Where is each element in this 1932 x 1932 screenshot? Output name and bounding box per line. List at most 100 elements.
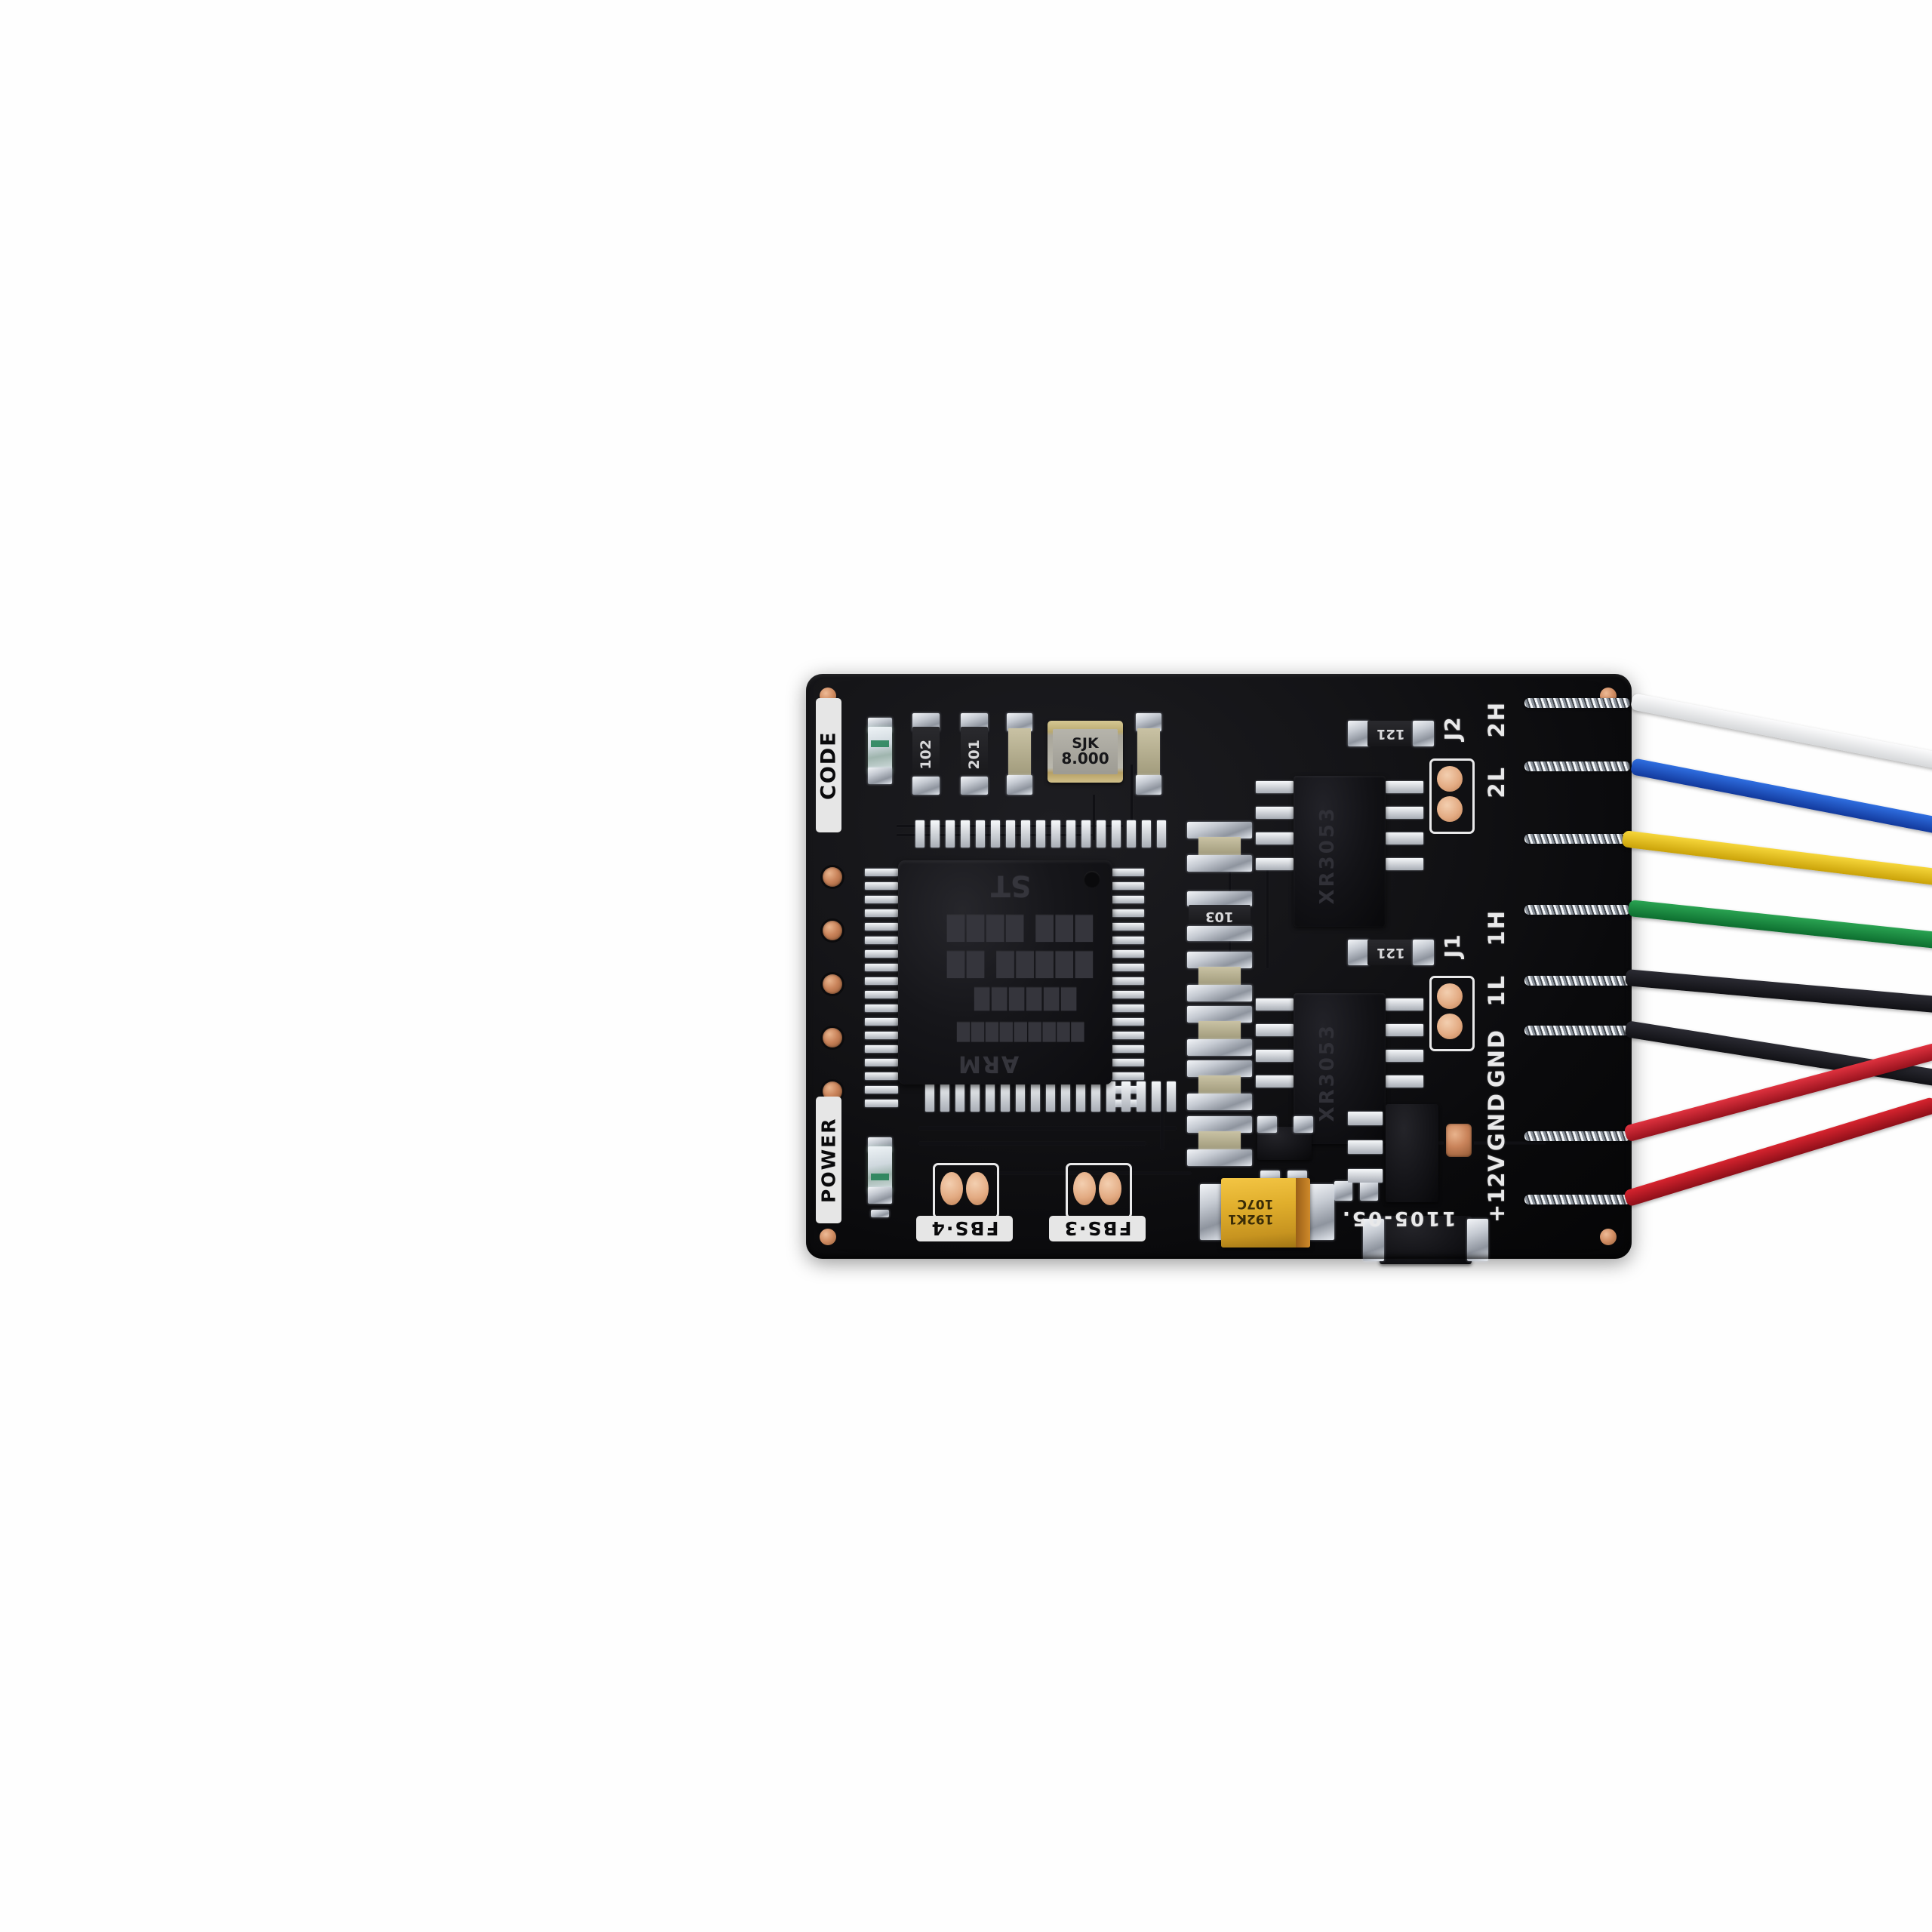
smd-capacitor (1008, 728, 1031, 780)
wire-solder-joint (1524, 834, 1630, 844)
corner-pad (820, 1229, 836, 1245)
resistor-pad (1348, 940, 1369, 965)
pcb-trace (919, 1142, 1146, 1145)
smd-capacitor (1198, 1075, 1241, 1095)
smd-pad (1294, 1116, 1313, 1133)
pin-label-1L: 1L (1484, 974, 1509, 1007)
power-label: POWER (816, 1097, 841, 1223)
edge-hole (823, 1028, 842, 1048)
tantalum-polarity-stripe (1296, 1178, 1310, 1247)
wire-solder-joint (1524, 1026, 1630, 1035)
crystal-face: SJK 8.000 (1053, 729, 1118, 774)
transceiver1-right-pins (1386, 998, 1423, 1088)
fuse-4-label: FBS·4 (916, 1216, 1013, 1241)
mcu-lot-line: █████████ (955, 1022, 1084, 1041)
regulator-pins (1348, 1112, 1383, 1183)
led-solder-pad (868, 1187, 892, 1204)
jumper-1-outline (1429, 976, 1475, 1051)
fuse-3-label-text: FBS·3 (1063, 1217, 1132, 1240)
mcu-chip: ST ARM ███ ████ █████ ██ ██████ ████████… (898, 860, 1112, 1084)
regulator-thermal-via (1446, 1124, 1472, 1157)
transceiver2-left-pins (1256, 781, 1294, 870)
jumper-2-pad-bottom (1437, 796, 1463, 822)
pin-label-2H: 2H (1484, 701, 1509, 738)
resistor-103: 103 (1189, 905, 1251, 928)
pcb-trace (995, 1172, 1191, 1174)
tantalum-capacitor: 192K1 107C (1221, 1178, 1310, 1247)
resistor-pad (1413, 721, 1434, 746)
pcb-trace (1093, 795, 1095, 840)
fuse-3-pad-right (1099, 1172, 1121, 1205)
tantalum-pad (1307, 1184, 1334, 1240)
resistor-121-upper: 121 (1367, 721, 1414, 746)
jumper-2-label: J2 (1440, 716, 1465, 741)
diode-pad (1363, 1219, 1384, 1261)
pcb-trace (1131, 764, 1133, 832)
wire-solder-joint (1524, 976, 1630, 986)
capacitor-pad (1136, 775, 1161, 795)
mcu-vendor-mark: ST (990, 869, 1031, 903)
voltage-regulator (1386, 1104, 1438, 1202)
crystal-frequency: 8.000 (1061, 749, 1109, 768)
mcu-partnumber-line: ██████ (972, 987, 1076, 1010)
edge-hole (823, 974, 842, 994)
pcb-trace (919, 1127, 1176, 1130)
led-die (871, 1174, 889, 1180)
tantalum-line2: 192K1 (1228, 1211, 1274, 1226)
wire-black-1 (1625, 969, 1932, 1014)
wire-white (1629, 693, 1932, 770)
resistor-code: 121 (1377, 725, 1405, 742)
wire-solder-joint (1524, 761, 1630, 771)
pcb-trace (1161, 1081, 1164, 1149)
diode (1380, 1216, 1472, 1264)
fuse-3-label: FBS·3 (1049, 1216, 1146, 1241)
transceiver-mark: XR3053 (1316, 1023, 1339, 1122)
mcu-top-pins (915, 820, 1166, 848)
code-label-text: CODE (817, 731, 841, 800)
smd-pad (1257, 1116, 1277, 1133)
can-transceiver-2: XR3053 (1294, 776, 1386, 927)
pcb-trace (1425, 1142, 1546, 1144)
smd-pad (1360, 1181, 1378, 1201)
smd-capacitor (1137, 728, 1160, 780)
jumper-1-label: J1 (1440, 934, 1465, 958)
resistor-102: 102 (912, 727, 940, 783)
pin-label-2L: 2L (1484, 766, 1509, 798)
wire-green (1627, 900, 1932, 950)
capacitor-pad (1007, 775, 1032, 795)
mcu-partnumber-line: ███ ████ (945, 915, 1093, 941)
wire-black-2 (1624, 1020, 1932, 1088)
crystal-oscillator: SJK 8.000 (1048, 721, 1123, 783)
code-label: CODE (816, 698, 841, 832)
mcu-core-mark: ARM (957, 1051, 1020, 1077)
fuse-4-pad-right (966, 1172, 989, 1205)
resistor-201: 201 (961, 727, 988, 783)
pin-label-12V: +12V (1484, 1154, 1509, 1223)
power-label-text: POWER (817, 1117, 840, 1203)
pin-label-1H: 1H (1484, 909, 1509, 946)
tantalum-line1: 107C (1237, 1196, 1274, 1212)
pcb-trace (1266, 863, 1269, 968)
edge-hole (823, 867, 842, 887)
resistor-121-lower: 121 (1367, 940, 1414, 965)
transceiver1-left-pins (1256, 998, 1294, 1088)
resistor-pad (961, 777, 988, 795)
crystal-brand: SJK (1072, 734, 1099, 752)
smd-pad (1334, 1181, 1352, 1201)
mcu-right-pins (1111, 869, 1144, 1107)
mcu-partnumber-line: █████ ██ (945, 951, 1093, 977)
pin-label-GND-b: GND (1484, 1092, 1509, 1152)
smd-capacitor (1198, 1021, 1241, 1041)
resistor-pad (912, 777, 940, 795)
jumper-2-pad-top (1437, 766, 1463, 792)
smd-capacitor (1198, 1131, 1241, 1151)
board-marking: 1105-05. (1340, 1207, 1457, 1229)
resistor-pad (1413, 940, 1434, 965)
pcb-board: CODE POWER 102 201 (806, 674, 1632, 1264)
led-die (871, 740, 889, 747)
jumper-1-pad-bottom (1437, 1014, 1463, 1039)
edge-hole (823, 921, 842, 940)
resistor-code: 121 (1377, 944, 1405, 961)
wire-blue (1629, 758, 1932, 835)
wire-harness (1615, 664, 1932, 1283)
